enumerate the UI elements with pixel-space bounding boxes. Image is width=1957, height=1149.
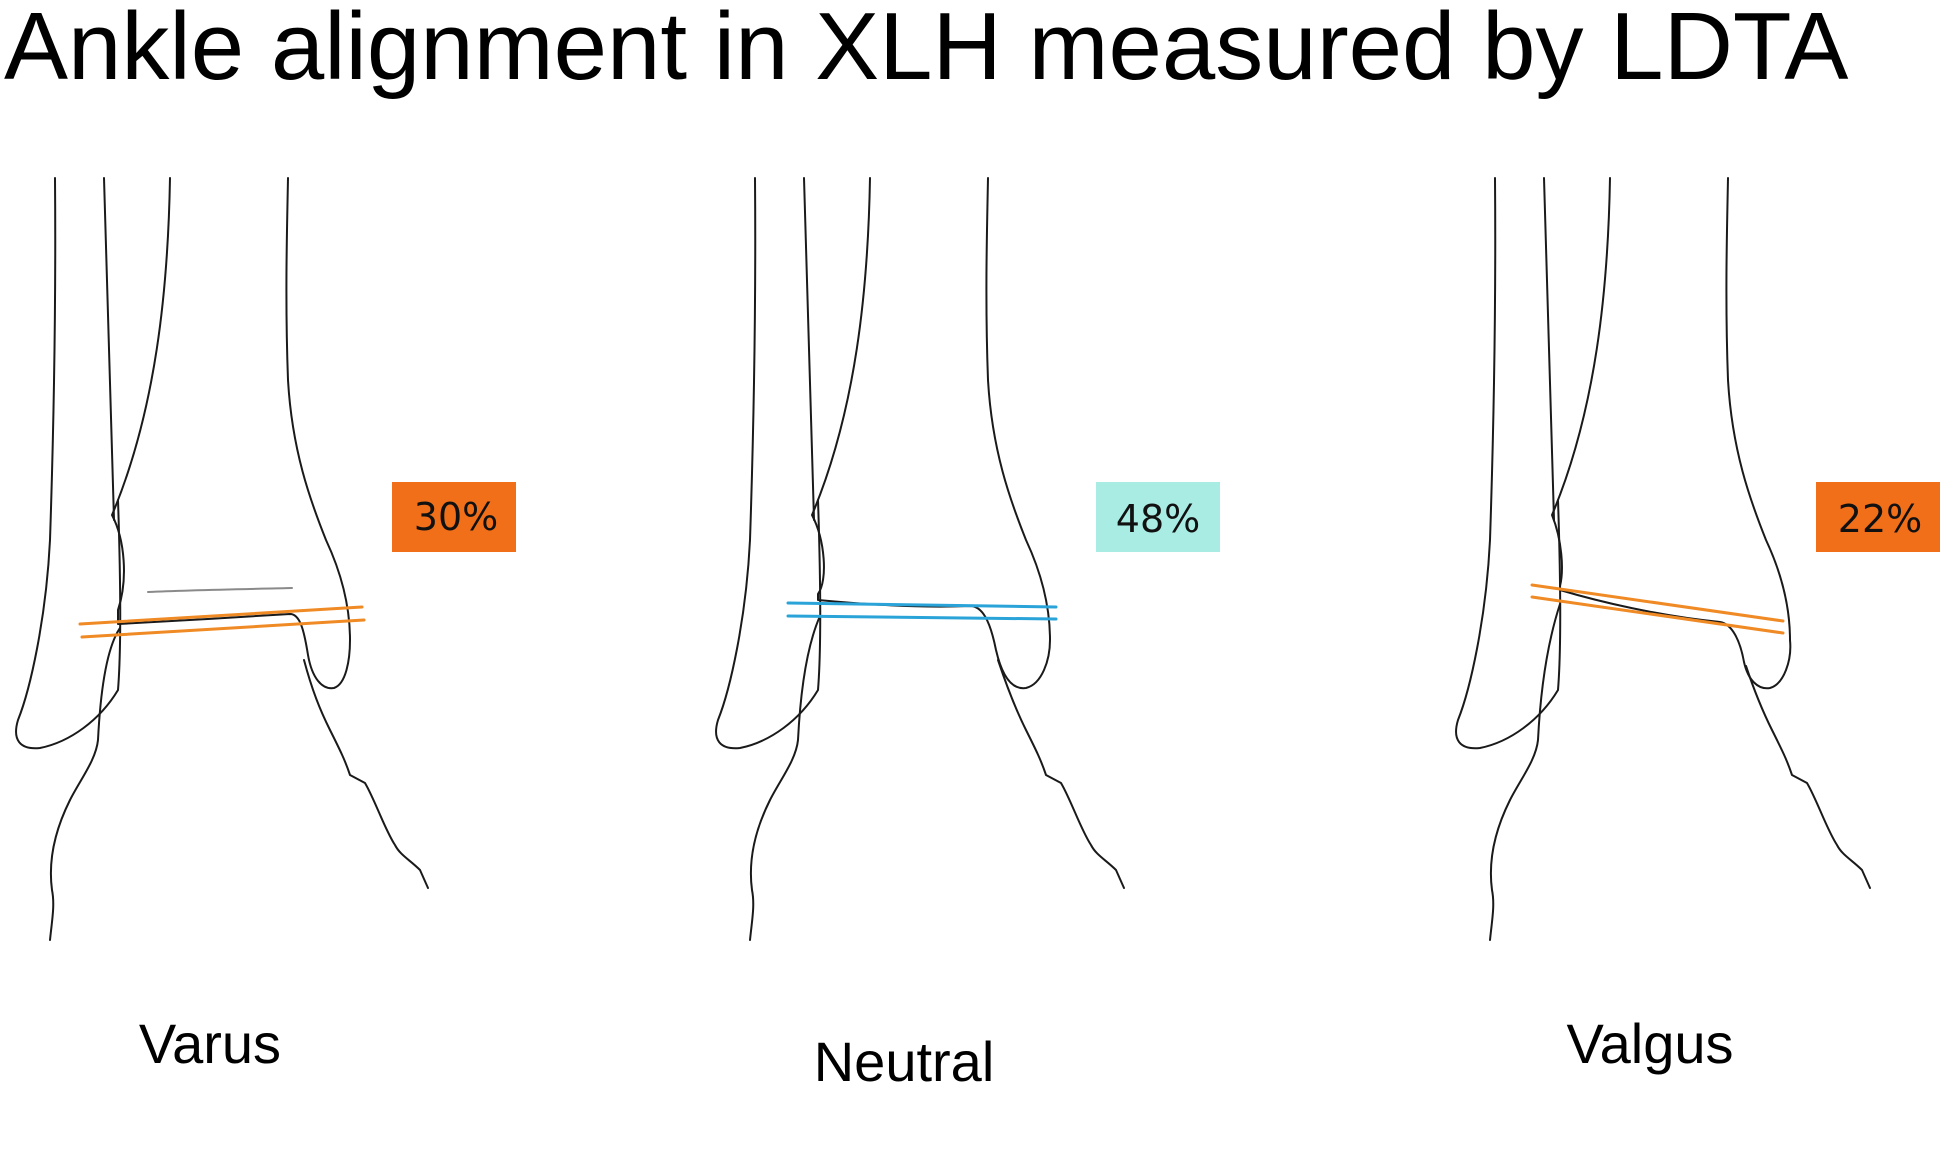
- tibia-outline: [1551, 177, 1792, 690]
- ldta-line-lower: [80, 618, 366, 639]
- panel-varus: 30% Varus: [15, 177, 516, 1075]
- fibula-outline: [15, 177, 122, 750]
- ldta-line-upper: [78, 605, 364, 626]
- fibula-outline: [715, 177, 822, 750]
- fibula-inner-line: [803, 177, 815, 521]
- badge-percentage: 22%: [1838, 497, 1922, 541]
- ldta-lines: [786, 601, 1058, 621]
- calcaneus-outline: [1745, 665, 1871, 889]
- ankle-drawing: [15, 177, 429, 941]
- percentage-badge: 22%: [1816, 482, 1940, 552]
- fibula-outline: [1455, 177, 1562, 750]
- fibula-inner-line: [103, 177, 115, 521]
- badge-percentage: 30%: [414, 495, 498, 539]
- ldta-line-lower: [1530, 595, 1785, 635]
- calcaneus-outline: [303, 659, 429, 889]
- talus-outline: [1489, 603, 1561, 941]
- joint-shadow-line: [147, 587, 293, 593]
- badge-background: [1816, 482, 1940, 552]
- calcaneus-outline: [997, 659, 1125, 889]
- panel-valgus: 22% Valgus: [1455, 177, 1940, 1075]
- panel-label: Valgus: [1566, 1012, 1733, 1075]
- badge-background: [392, 482, 516, 552]
- diagram-title: Ankle alignment in XLH measured by LDTA: [4, 0, 1849, 100]
- ldta-line-lower: [786, 614, 1058, 621]
- tibia-outline: [111, 177, 351, 690]
- panel-neutral: 48% Neutral: [715, 177, 1220, 1093]
- fibula-inner-line: [1543, 177, 1555, 521]
- panel-label: Varus: [139, 1012, 281, 1075]
- percentage-badge: 48%: [1096, 482, 1220, 552]
- ldta-line-upper: [786, 601, 1058, 609]
- percentage-badge: 30%: [392, 482, 516, 552]
- ldta-lines: [78, 605, 366, 639]
- talus-outline: [749, 615, 821, 941]
- ankle-drawing: [1455, 177, 1871, 941]
- tibia-outline: [811, 177, 1051, 690]
- ldta-line-upper: [1530, 583, 1785, 623]
- badge-percentage: 48%: [1116, 497, 1200, 541]
- ankle-drawing: [715, 177, 1125, 941]
- panel-label: Neutral: [814, 1030, 995, 1093]
- talus-outline: [49, 627, 121, 941]
- badge-background: [1096, 482, 1220, 552]
- ldta-lines: [1530, 583, 1785, 635]
